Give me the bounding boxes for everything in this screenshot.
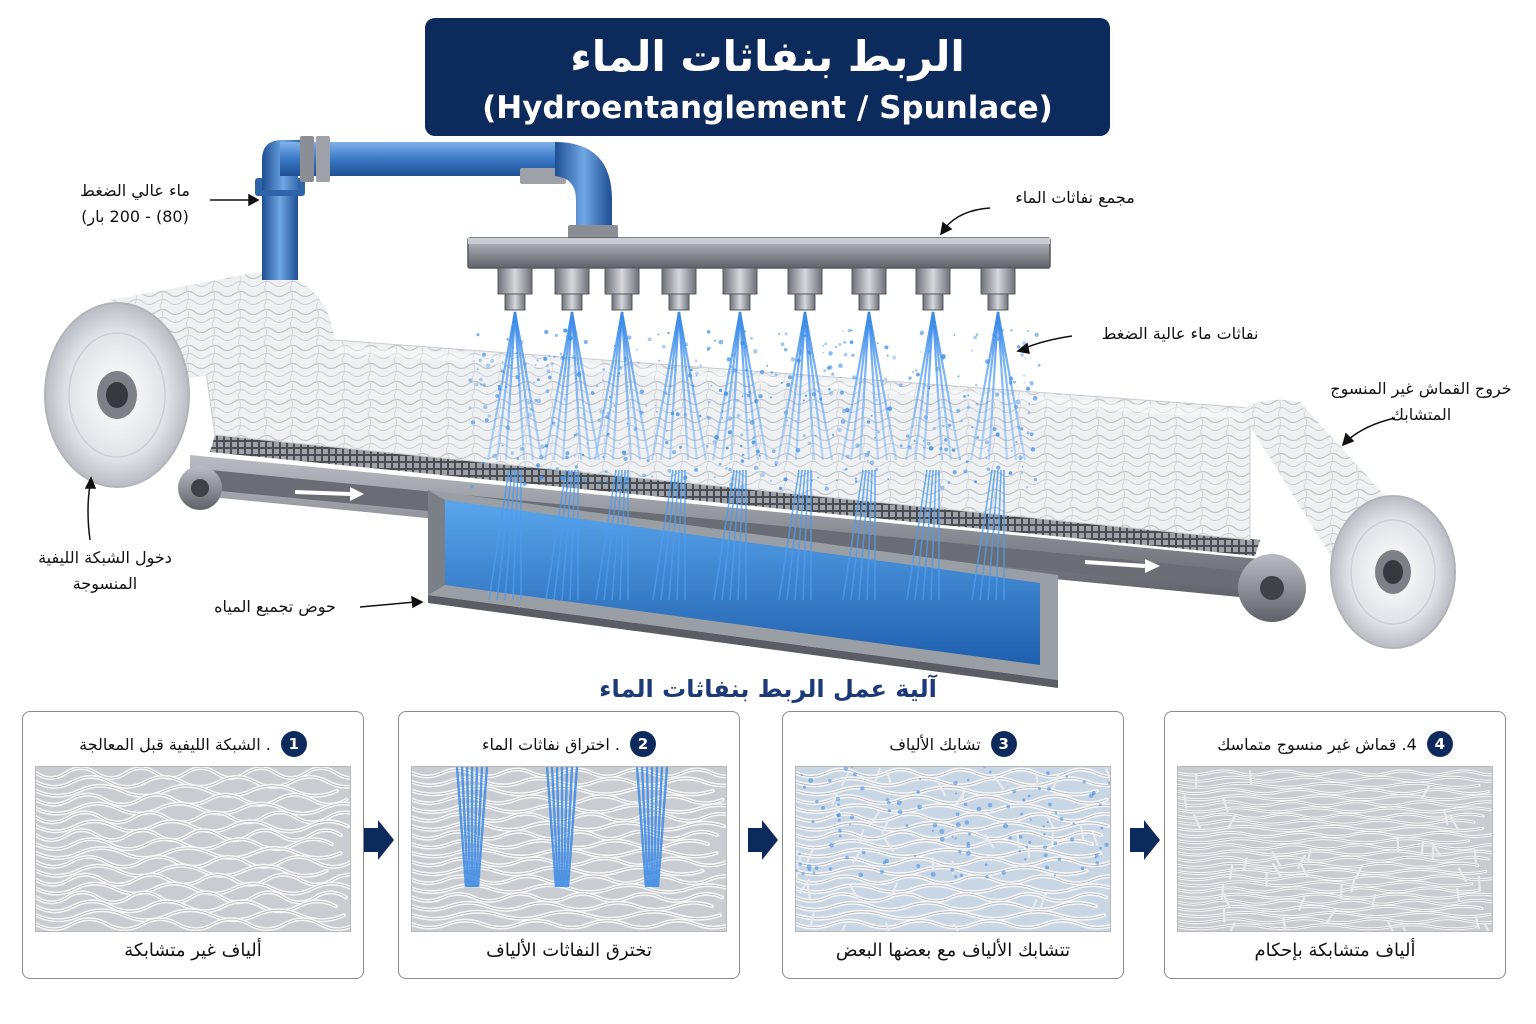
step-heading-4: 4. قماش غير منسوج متماسك bbox=[1217, 734, 1417, 754]
step-caption-2: تخترق النفاثات الألياف bbox=[486, 940, 652, 961]
nozzle-tip bbox=[987, 293, 1009, 311]
page-subtitle: (Hydroentanglement / Spunlace) bbox=[482, 90, 1053, 126]
label-water-basin: حوض تجميع المياه bbox=[214, 597, 336, 616]
nozzle bbox=[980, 267, 1016, 295]
title-banner: الربط بنفاثات الماء (Hydroentanglement /… bbox=[425, 18, 1110, 136]
label-exit-fabric: خروج القماش غير المنسوج المتشابك bbox=[1316, 376, 1526, 428]
nozzle-tip bbox=[611, 293, 633, 311]
direction-arrow-1 bbox=[294, 487, 364, 501]
input-roll bbox=[44, 270, 335, 488]
nozzle-tip bbox=[729, 293, 751, 311]
jet bbox=[486, 311, 544, 601]
nozzle bbox=[661, 267, 697, 295]
nozzle bbox=[722, 267, 758, 295]
label-entry-web: دخول الشبكة الليفية المنسوجة bbox=[15, 545, 195, 597]
flow-arrow-icon bbox=[748, 820, 778, 860]
label-exit-line1: خروج القماش غير المنسوج bbox=[1330, 379, 1512, 398]
nozzle-tip bbox=[922, 293, 944, 311]
conveyor-roller-right bbox=[1238, 554, 1306, 622]
label-high-pressure-water: ماء عالي الضغط (80) - 200 بار) bbox=[60, 178, 210, 230]
step-image-3 bbox=[795, 766, 1111, 932]
step-number-4: 4 bbox=[1426, 731, 1453, 757]
flow-arrow-icon bbox=[364, 820, 394, 860]
label-pressure-range: (80) - 200 بار) bbox=[81, 207, 189, 226]
label-exit-line2: المتشابك bbox=[1390, 405, 1452, 424]
mechanism-title: آلية عمل الربط بنفاثات الماء bbox=[599, 675, 937, 703]
water-jets bbox=[486, 311, 1027, 601]
water-pipe bbox=[255, 136, 618, 280]
nozzle-tip bbox=[794, 293, 816, 311]
jet bbox=[776, 311, 834, 601]
nozzle bbox=[851, 267, 887, 295]
nozzle-tip bbox=[504, 293, 526, 311]
label-high-pressure-water-text: ماء عالي الضغط bbox=[80, 181, 190, 200]
nozzle bbox=[604, 267, 640, 295]
water-spray bbox=[468, 328, 1041, 491]
step-number-1: 1 bbox=[280, 731, 307, 757]
nozzle bbox=[915, 267, 951, 295]
jet bbox=[840, 311, 898, 601]
label-entry-line1: دخول الشبكة الليفية bbox=[38, 548, 172, 567]
direction-arrow-2 bbox=[1084, 559, 1160, 573]
output-roll bbox=[1240, 399, 1456, 649]
jet bbox=[904, 311, 962, 601]
nozzle-tip bbox=[668, 293, 690, 311]
conveyor-roller-left bbox=[178, 466, 222, 510]
step-heading-2: . اختراق نفاثات الماء bbox=[482, 734, 620, 754]
step-heading-3: تشابك الألياف bbox=[889, 734, 981, 754]
step-image-4 bbox=[1177, 766, 1493, 932]
step-image-1 bbox=[35, 766, 351, 932]
step-number-3: 3 bbox=[990, 731, 1017, 757]
jet bbox=[543, 311, 601, 601]
nozzle-tip bbox=[858, 293, 880, 311]
step-caption-3: تتشابك الألياف مع بعضها البعض bbox=[835, 940, 1071, 961]
label-entry-line2: المنسوجة bbox=[72, 574, 138, 593]
step-header-3: تشابك الألياف 3 bbox=[783, 730, 1123, 758]
nozzle bbox=[497, 267, 533, 295]
nozzle-tip bbox=[561, 293, 583, 311]
jet bbox=[711, 311, 769, 601]
step-caption-4: ألياف متشابكة بإحكام bbox=[1254, 940, 1416, 961]
nozzle bbox=[554, 267, 590, 295]
spunlace-machine-illustration bbox=[44, 136, 1456, 688]
nozzle bbox=[787, 267, 823, 295]
label-jet-manifold: مجمع نفاثات الماء bbox=[1015, 188, 1135, 207]
jet-nozzles bbox=[497, 267, 1016, 311]
water-basin bbox=[428, 490, 1058, 688]
page-title: الربط بنفاثات الماء bbox=[570, 32, 965, 81]
step-heading-1: . الشبكة الليفية قبل المعالجة bbox=[79, 734, 271, 754]
step-panel-4: 4. قماش غير منسوج متماسك 4 ألياف متشابكة… bbox=[1164, 711, 1506, 979]
step-panel-3: تشابك الألياف 3 تتشابك الألياف مع بعضها … bbox=[782, 711, 1124, 979]
label-high-pressure-jets: نفاثات ماء عالية الضغط bbox=[1101, 324, 1259, 343]
jet bbox=[593, 311, 651, 601]
step-caption-1: ألياف غير متشابكة bbox=[124, 940, 262, 961]
step-panel-2: . اختراق نفاثات الماء 2 تخترق النفاثات ا… bbox=[398, 711, 740, 979]
step-header-4: 4. قماش غير منسوج متماسك 4 bbox=[1165, 730, 1505, 758]
annotation-arrows bbox=[84, 193, 1396, 609]
step-header-2: . اختراق نفاثات الماء 2 bbox=[399, 730, 739, 758]
step-image-2 bbox=[411, 766, 727, 932]
jet-manifold bbox=[467, 237, 1051, 269]
step-number-2: 2 bbox=[629, 731, 656, 757]
step-panel-1: . الشبكة الليفية قبل المعالجة 1 ألياف غي… bbox=[22, 711, 364, 979]
flow-arrow-icon bbox=[1130, 820, 1160, 860]
step-header-1: . الشبكة الليفية قبل المعالجة 1 bbox=[23, 730, 363, 758]
